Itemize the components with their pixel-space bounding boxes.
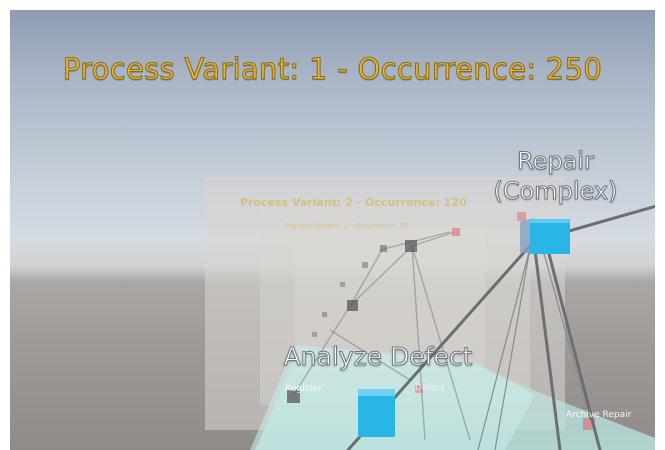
ghost-title-variant-3: Process Variant: 3 - Occurrence: 78: [285, 222, 409, 230]
viewport: Process Variant: 2 - Occurrence: 120 Pro…: [10, 10, 655, 450]
thin-edges: [477, 247, 591, 450]
label-archive-repair: Archive Repair: [566, 410, 632, 420]
ghost-node-register: [287, 390, 300, 403]
ghost-node-red-3: [517, 212, 526, 221]
ghost-node-red-2: [415, 385, 423, 393]
variant-title: Process Variant: 1 - Occurrence: 250: [62, 52, 603, 87]
ghost-label-defect: Defect: [415, 383, 445, 393]
label-repair-complex: Repair (Complex): [493, 147, 618, 206]
ghost-node-small-2: [362, 262, 368, 268]
ghost-node-small-4: [322, 312, 327, 317]
ghost-title-variant-2: Process Variant: 2 - Occurrence: 120: [240, 196, 467, 209]
ghost-label-register: Register: [285, 384, 323, 394]
variant-panel-4: [295, 230, 485, 370]
ghost-node-small-5: [312, 332, 317, 337]
ghost-node-repair: [405, 240, 417, 252]
ghost-edges: [292, 231, 471, 441]
ghost-node-analyze: [347, 300, 358, 311]
scene-graphics: [10, 177, 655, 450]
ghost-node-small-3: [340, 282, 345, 287]
ghost-node-red-1: [452, 228, 460, 236]
node-repair-complex[interactable]: [520, 218, 570, 254]
ghost-node-small-1: [380, 245, 387, 252]
node-analyze-defect[interactable]: [358, 389, 395, 437]
label-analyze-defect: Analyze Defect: [283, 342, 473, 372]
